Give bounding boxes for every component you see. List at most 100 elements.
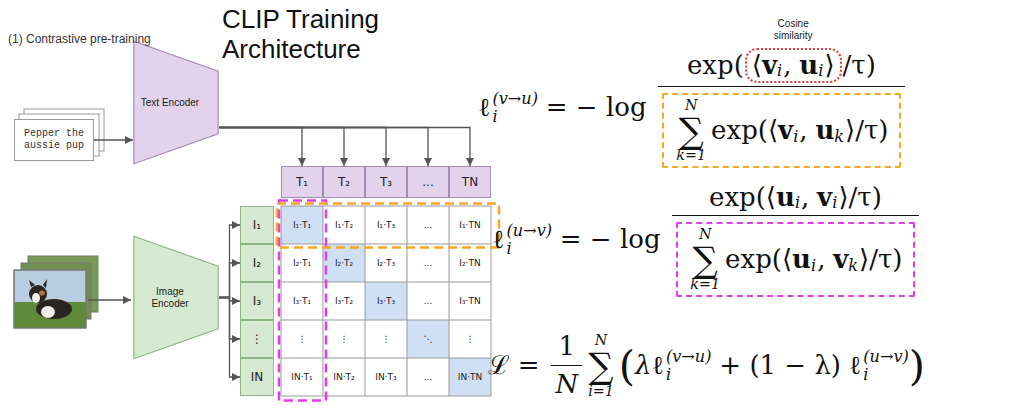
math-text: N — [595, 333, 608, 348]
script-stack: (u→v)i — [506, 222, 552, 257]
math-text: = − log — [546, 93, 647, 123]
math-text: 1 — [558, 332, 575, 362]
math-text: v — [833, 245, 848, 275]
math-text: v — [817, 183, 832, 213]
similarity-cell: ⋮ — [449, 320, 491, 358]
numerator: exp(⟨ui,vi⟩/τ) — [672, 183, 918, 217]
numerator: 1 — [551, 332, 582, 366]
math-text: N — [699, 227, 712, 242]
math-text: ℒ — [488, 351, 510, 381]
math-text: = — [518, 351, 540, 381]
math-text: i — [863, 366, 868, 384]
text-embedding: T₃ — [365, 166, 407, 198]
math-text: i — [777, 62, 782, 81]
math-text: exp(⟨ — [709, 183, 776, 213]
text-embedding: T₁ — [281, 166, 323, 198]
big-operator: N∑k=1 — [676, 98, 706, 163]
connector — [219, 128, 344, 167]
math-text: exp(⟨ — [711, 116, 778, 146]
math-row: exp(⟨ui,vi⟩/τ) — [709, 183, 882, 213]
connector — [219, 263, 240, 298]
node-text: Pepper the aussie pup — [18, 128, 90, 152]
math-text: k — [834, 128, 844, 147]
math-text: λ — [635, 351, 651, 381]
node-text: T₂ — [338, 175, 350, 189]
math-text: ⟩/τ) — [859, 245, 902, 275]
math-text: u — [815, 116, 834, 146]
math-text: , — [783, 51, 791, 81]
scripted-symbol: ℓ(v→u)i — [478, 90, 538, 125]
similarity-cell: I₃·T₁ — [281, 282, 323, 320]
text-encoder: Text Encoder — [133, 40, 219, 165]
math-text: v — [762, 51, 777, 81]
math-text: u — [799, 51, 818, 81]
math-text: i — [793, 128, 798, 147]
fraction: exp(⟨vi,ui⟩/τ)N∑k=1exp(⟨vi,uk⟩/τ) — [658, 48, 904, 169]
similarity-cell: IN·T₁ — [281, 358, 323, 396]
math-text: /τ) — [843, 51, 876, 81]
similarity-cell: I₃·TN — [449, 282, 491, 320]
similarity-cell: ⋮ — [365, 320, 407, 358]
similarity-cell: ⋮ — [323, 320, 365, 358]
similarity-cell: ⋱ — [407, 320, 449, 358]
connector — [219, 128, 386, 167]
connector — [219, 298, 240, 378]
text-embedding: T₂ — [323, 166, 365, 198]
big-operator: N∑k=1 — [690, 227, 720, 292]
scripted-symbol: ℓ(u→v)i — [849, 348, 909, 383]
math-text: , — [817, 245, 825, 275]
section-label: (1) Contrastive pre-training — [8, 32, 151, 46]
node-text: TN — [462, 175, 478, 189]
math-row: ℓ(u→v)i= − logexp(⟨ui,vi⟩/τ)N∑k=1exp(⟨ui… — [492, 183, 923, 298]
text-embedding: TN — [449, 166, 491, 198]
math-text: = − log — [560, 225, 661, 255]
math-row: ℓ(v→u)i= − logexp(⟨vi,ui⟩/τ)N∑k=1exp(⟨vi… — [478, 48, 909, 169]
image-embedding: I₁ — [240, 206, 274, 244]
math-row: ℒ=1NN∑i=1(λℓ(v→u)i+ (1 − λ)ℓ(u→v)i) — [488, 332, 925, 400]
numerator: exp(⟨vi,ui⟩/τ) — [658, 48, 904, 88]
node-text: IN — [251, 370, 264, 384]
similarity-cell: IN·T₂ — [323, 358, 365, 396]
script-stack: (v→u)i — [492, 90, 538, 125]
script-stack: (u→v)i — [863, 348, 909, 383]
image-embedding: I₃ — [240, 282, 274, 320]
math-text: v — [778, 116, 793, 146]
math-text: i — [832, 194, 837, 213]
math-text: ℓ — [652, 351, 664, 381]
math-text: N — [685, 98, 698, 113]
connector — [219, 225, 240, 298]
connector — [94, 139, 133, 140]
callout-label: Cosine similarity — [763, 18, 823, 42]
image-encoder: Image Encoder — [133, 235, 219, 360]
similarity-cell: I₁·T₂ — [323, 206, 365, 244]
similarity-cell: I₃·T₃ — [365, 282, 407, 320]
loss-formula: ℓ(v→u)i= − logexp(⟨vi,ui⟩/τ)N∑k=1exp(⟨vi… — [478, 48, 909, 169]
image-embedding: I₂ — [240, 244, 274, 282]
math-text: ) — [909, 345, 925, 387]
connector — [219, 128, 470, 167]
math-text: , — [799, 116, 807, 146]
math-text: ℓ — [492, 225, 504, 255]
math-text: (u→v) — [506, 222, 552, 240]
node-text: T₁ — [296, 175, 308, 189]
math-text: (v→u) — [666, 348, 712, 366]
node-text: I₂ — [253, 256, 261, 270]
math-text: (u→v) — [863, 348, 909, 366]
math-text: ⟩/τ) — [845, 116, 888, 146]
math-text: i=1 — [588, 384, 614, 399]
similarity-cell: I₂·TN — [449, 244, 491, 282]
math-text: u — [776, 183, 795, 213]
similarity-cell: ... — [407, 282, 449, 320]
total-loss-formula: ℒ=1NN∑i=1(λℓ(v→u)i+ (1 − λ)ℓ(u→v)i) — [488, 332, 925, 400]
denominator: N∑k=1exp(⟨vi, uk⟩/τ) — [658, 87, 904, 168]
similarity-cell: ... — [407, 244, 449, 282]
fraction: 1N — [551, 332, 582, 400]
similarity-cell: I₂·T₃ — [365, 244, 407, 282]
math-row: exp(⟨vi,ui⟩/τ) — [687, 48, 876, 84]
similarity-cell: I₁·T₃ — [365, 206, 407, 244]
math-text: u — [792, 245, 811, 275]
math-text: k=1 — [690, 277, 720, 292]
math-text: ( — [619, 345, 635, 387]
node-text: Image Encoder — [139, 286, 201, 310]
node-text: I₁ — [253, 218, 261, 232]
